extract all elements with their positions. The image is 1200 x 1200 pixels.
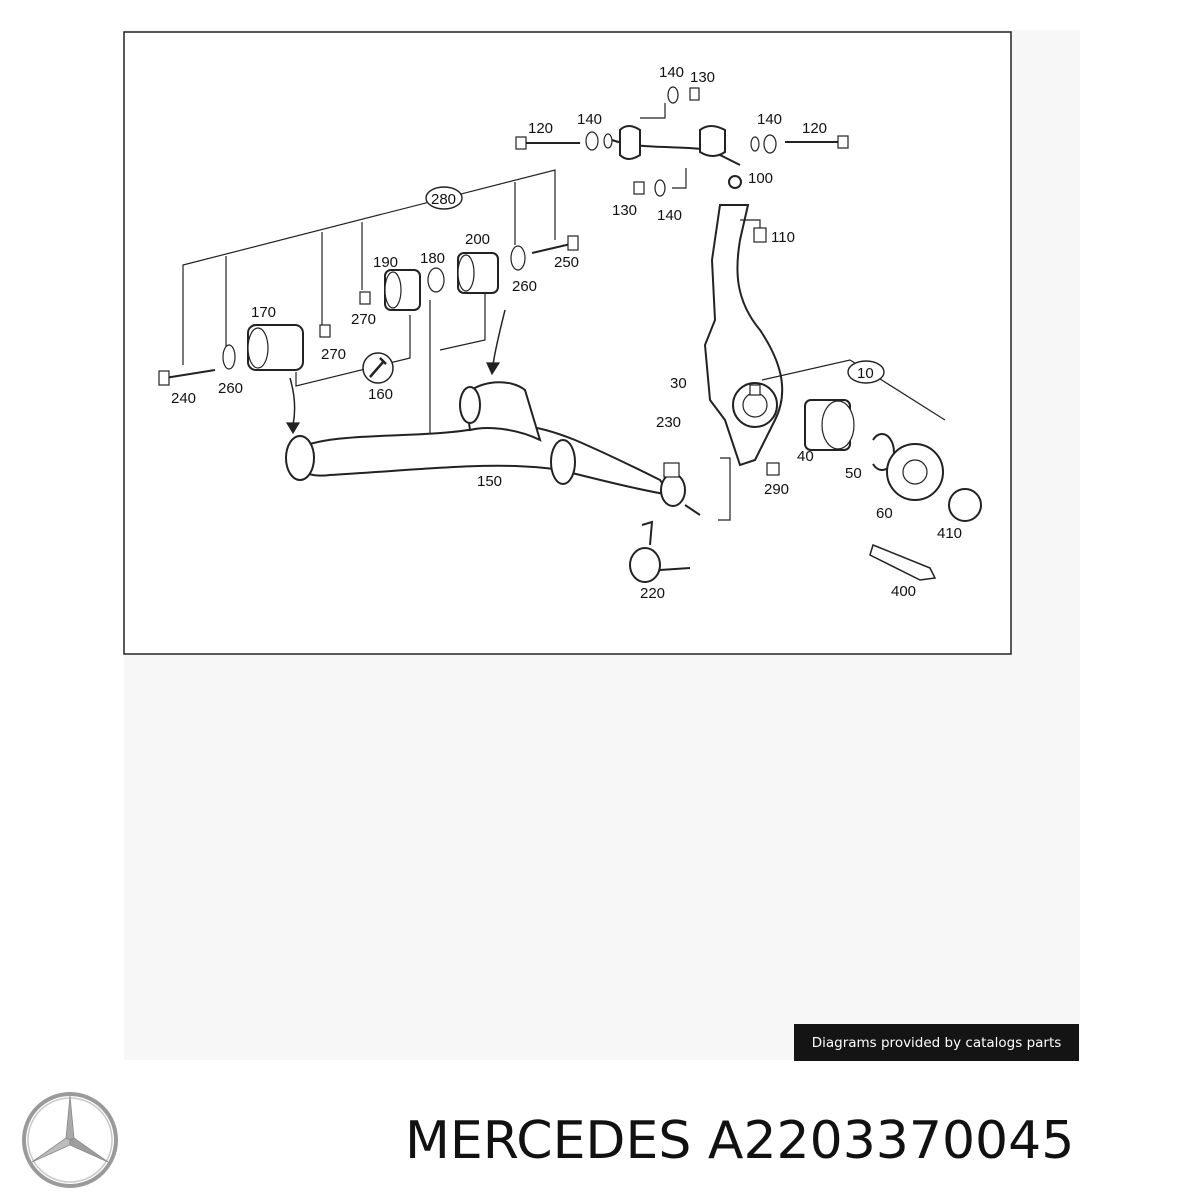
callout-50: 50 bbox=[845, 465, 862, 482]
callout-170: 170 bbox=[251, 304, 276, 321]
callout-270: 270 bbox=[321, 346, 346, 363]
callout-40: 40 bbox=[797, 448, 814, 465]
callout-200: 200 bbox=[465, 231, 490, 248]
callout-260: 260 bbox=[218, 380, 243, 397]
callout-120: 120 bbox=[802, 120, 827, 137]
callout-30: 30 bbox=[670, 375, 687, 392]
callout-260: 260 bbox=[512, 278, 537, 295]
callout-100: 100 bbox=[748, 170, 773, 187]
part-number: A2203370045 bbox=[707, 1111, 1075, 1171]
brand-part-title: MERCEDES A2203370045 bbox=[405, 1105, 1074, 1177]
callout-bracket-280 bbox=[182, 169, 556, 365]
callout-290: 290 bbox=[764, 481, 789, 498]
callout-140: 140 bbox=[659, 64, 684, 81]
callout-240: 240 bbox=[171, 390, 196, 407]
callout-140: 140 bbox=[757, 111, 782, 128]
callout-270: 270 bbox=[351, 311, 376, 328]
callout-410: 410 bbox=[937, 525, 962, 542]
callout-130: 130 bbox=[612, 202, 637, 219]
callout-110: 110 bbox=[771, 229, 795, 246]
callout-250: 250 bbox=[554, 254, 579, 271]
callout-140: 140 bbox=[577, 111, 602, 128]
callout-160: 160 bbox=[368, 386, 393, 403]
callout-230: 230 bbox=[656, 414, 681, 431]
callout-120: 120 bbox=[528, 120, 553, 137]
callout-400: 400 bbox=[891, 583, 916, 600]
callout-60: 60 bbox=[876, 505, 893, 522]
callout-10: 10 bbox=[857, 365, 874, 382]
brand-name: MERCEDES bbox=[405, 1111, 692, 1171]
callout-220: 220 bbox=[640, 585, 665, 602]
callout-190: 190 bbox=[373, 254, 398, 271]
callout-150: 150 bbox=[477, 473, 502, 490]
callout-280: 280 bbox=[431, 191, 456, 208]
callout-140: 140 bbox=[657, 207, 682, 224]
wrench-icon bbox=[362, 352, 394, 384]
mercedes-star-icon bbox=[22, 1092, 118, 1188]
callout-130: 130 bbox=[690, 69, 715, 86]
callout-180: 180 bbox=[420, 250, 445, 267]
catalog-credit-badge: Diagrams provided by catalogs parts bbox=[794, 1024, 1079, 1061]
